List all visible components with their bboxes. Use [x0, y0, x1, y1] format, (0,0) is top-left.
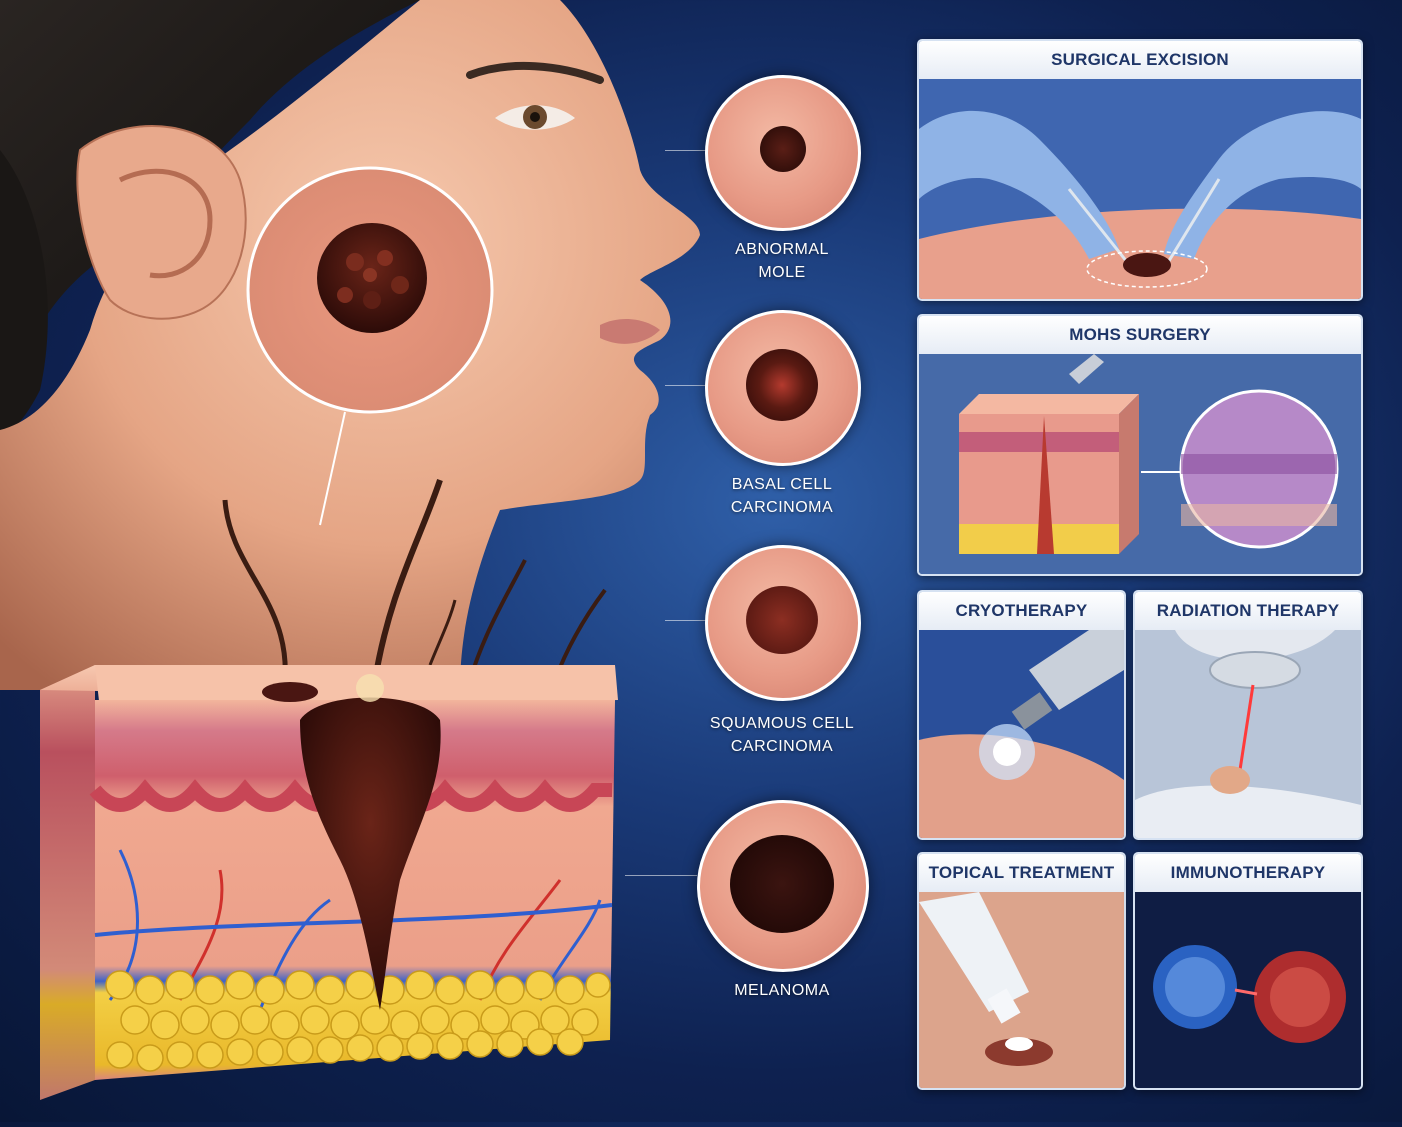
panel-immunotherapy: IMMUNOTHERAPY: [1133, 852, 1363, 1090]
lesion-melanoma-image: [697, 800, 869, 972]
panel-surgical-excision: SURGICAL EXCISION: [917, 39, 1363, 301]
panel-title: IMMUNOTHERAPY: [1135, 854, 1361, 892]
panel-title: MOHS SURGERY: [919, 316, 1361, 354]
lesion-abnormal-mole-image: [705, 75, 861, 231]
panel-title: CRYOTHERAPY: [919, 592, 1124, 630]
mohs-surgery-illustration: [919, 354, 1361, 574]
panel-cryotherapy: CRYOTHERAPY: [917, 590, 1126, 840]
panel-radiation-therapy: RADIATION THERAPY: [1133, 590, 1363, 840]
panel-mohs-surgery: MOHS SURGERY: [917, 314, 1363, 576]
cryotherapy-illustration: [919, 630, 1124, 838]
radiation-therapy-illustration: [1135, 630, 1361, 838]
topical-treatment-illustration: [919, 892, 1124, 1088]
panel-topical-treatment: TOPICAL TREATMENT: [917, 852, 1126, 1090]
connector-line: [665, 150, 707, 151]
surgical-excision-illustration: [919, 79, 1361, 299]
face-and-skin-diagram: [0, 0, 700, 1100]
immunotherapy-illustration: [1135, 892, 1361, 1088]
patient-illustration: [0, 0, 700, 1100]
connector-line: [625, 875, 697, 876]
lesion-label: MELANOMA: [734, 982, 830, 999]
connector-line: [665, 385, 707, 386]
panel-title: RADIATION THERAPY: [1135, 592, 1361, 630]
panel-title: TOPICAL TREATMENT: [919, 854, 1124, 892]
lesion-basal-cell-carcinoma-image: [705, 310, 861, 466]
lesion-squamous-cell-carcinoma-image: [705, 545, 861, 701]
panel-title: SURGICAL EXCISION: [919, 41, 1361, 79]
connector-line: [665, 620, 707, 621]
